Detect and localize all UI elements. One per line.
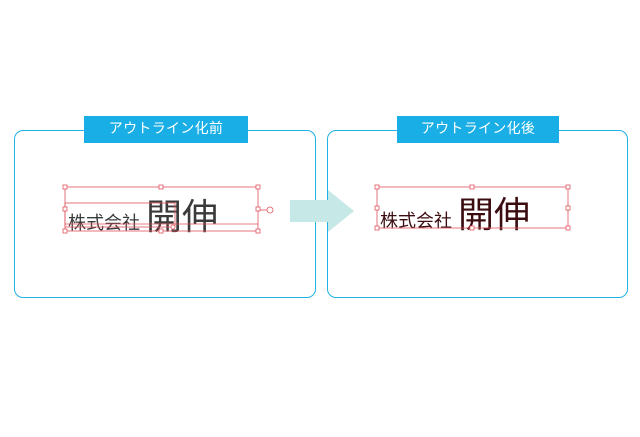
company-type-outlined: 株式会社 xyxy=(380,211,452,232)
after-title-badge: アウトライン化後 xyxy=(397,116,559,143)
after-text-sample[interactable]: 株式会社開伸 xyxy=(380,186,530,238)
company-type-text: 株式会社 xyxy=(68,213,140,234)
company-name-outlined: 開伸 xyxy=(458,195,531,236)
company-name-text: 開伸 xyxy=(146,197,219,238)
before-title-badge: アウトライン化前 xyxy=(84,116,248,143)
before-text-sample[interactable]: 株式会社開伸 xyxy=(68,188,218,240)
